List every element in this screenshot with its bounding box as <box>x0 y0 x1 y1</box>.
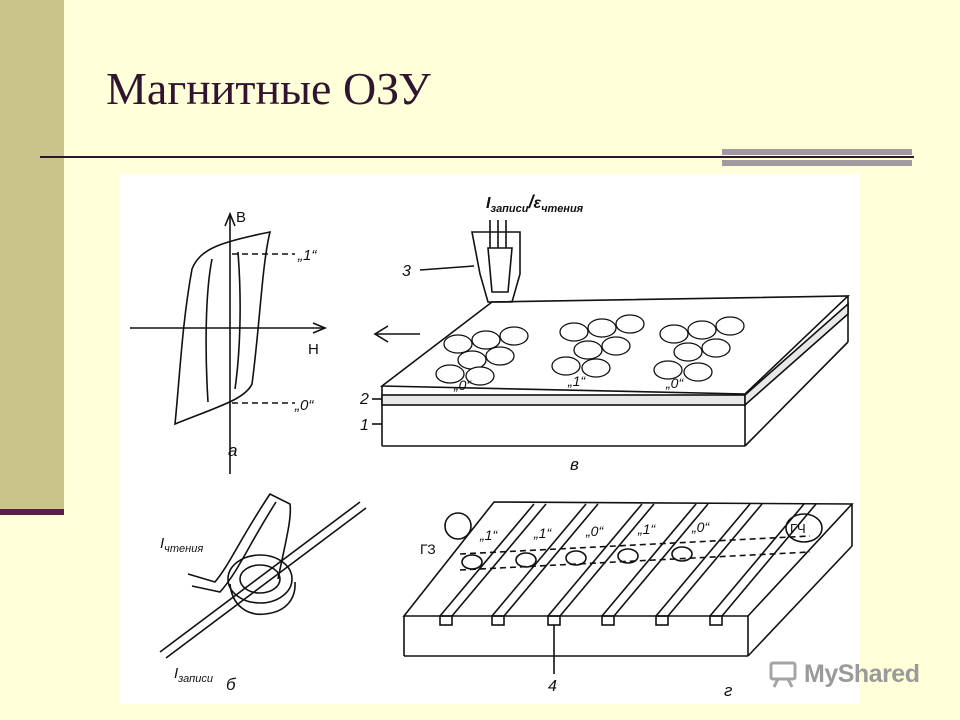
slot-number: 4 <box>548 678 557 695</box>
b-axis-arrow <box>224 211 236 227</box>
read-current-label: Iчтения <box>160 535 203 555</box>
read-head-circle <box>785 513 823 543</box>
write-wire <box>159 501 361 653</box>
tape-bit-label: „1“ <box>533 525 552 541</box>
tape-bit-label: „1“ <box>637 521 656 537</box>
core-outer <box>227 554 293 604</box>
rule-accent-bar-top <box>722 149 912 155</box>
film-bit-label: „0“ <box>665 375 684 391</box>
h-axis-label: H <box>308 341 319 358</box>
watermark: MyShared <box>768 656 920 692</box>
slide-title: Магнитные ОЗУ <box>106 63 431 114</box>
write-head-label: ГЗ <box>420 541 436 557</box>
panel-hysteresis <box>130 211 328 474</box>
tape-bit-label: „1“ <box>479 527 498 543</box>
tape-plate-right-bottom <box>747 545 853 657</box>
head-body <box>471 231 521 303</box>
magnetic-layer <box>381 394 746 406</box>
caption-g: г <box>724 681 732 700</box>
film-plate-right-bottom <box>744 341 849 447</box>
read-head-label: ГЧ <box>790 521 806 536</box>
tape-bit-label: „0“ <box>691 519 710 535</box>
head-leader <box>419 265 475 271</box>
write-current-label: Iзаписи <box>174 665 213 685</box>
rule-accent-bar-bottom <box>722 160 912 166</box>
film-bit-label: „0“ <box>453 377 472 393</box>
layer2-number: 2 <box>359 391 369 408</box>
head-gap <box>487 247 513 293</box>
panel-film <box>372 220 851 447</box>
core-side <box>229 581 296 615</box>
memory-figure-svg: B H „1“ „0“ а Iчтения Iзаписи б <box>120 174 860 704</box>
hysteresis-loop <box>174 230 272 426</box>
head-number: 3 <box>402 263 411 280</box>
read-wire <box>187 492 292 583</box>
film-current-label: Iзаписи/εчтения <box>486 192 584 215</box>
hysteresis-inner-right <box>234 251 241 390</box>
caption-b: б <box>226 675 237 694</box>
motion-arrow-head <box>373 325 389 343</box>
figure-background <box>120 174 860 704</box>
domain-clusters <box>435 314 745 386</box>
layer1-number: 1 <box>360 417 369 434</box>
track-line-top <box>459 535 811 555</box>
panel-core <box>159 492 367 659</box>
watermark-text: MyShared <box>804 659 920 688</box>
hysteresis-inner-left <box>205 258 213 403</box>
level-zero-label: „0“ <box>294 397 314 414</box>
write-head-ball <box>444 512 472 540</box>
title-underline <box>40 156 914 158</box>
level-one-label: „1“ <box>297 247 317 264</box>
write-wire-edge <box>165 507 367 659</box>
caption-a: а <box>228 441 237 460</box>
film-bit-label: „1“ <box>567 373 586 389</box>
caption-v: в <box>570 455 579 474</box>
h-axis-arrow <box>312 322 328 334</box>
panel-tape <box>402 501 854 674</box>
b-axis-label: B <box>236 209 246 226</box>
side-bar-accent <box>0 509 64 515</box>
tape-bit-label: „0“ <box>585 523 604 539</box>
presentation-board-icon <box>769 661 797 688</box>
magnetic-layer-side <box>744 302 849 407</box>
memory-figure: B H „1“ „0“ а Iчтения Iзаписи б <box>120 174 860 704</box>
core-inner <box>239 564 281 594</box>
side-bar <box>0 0 64 512</box>
